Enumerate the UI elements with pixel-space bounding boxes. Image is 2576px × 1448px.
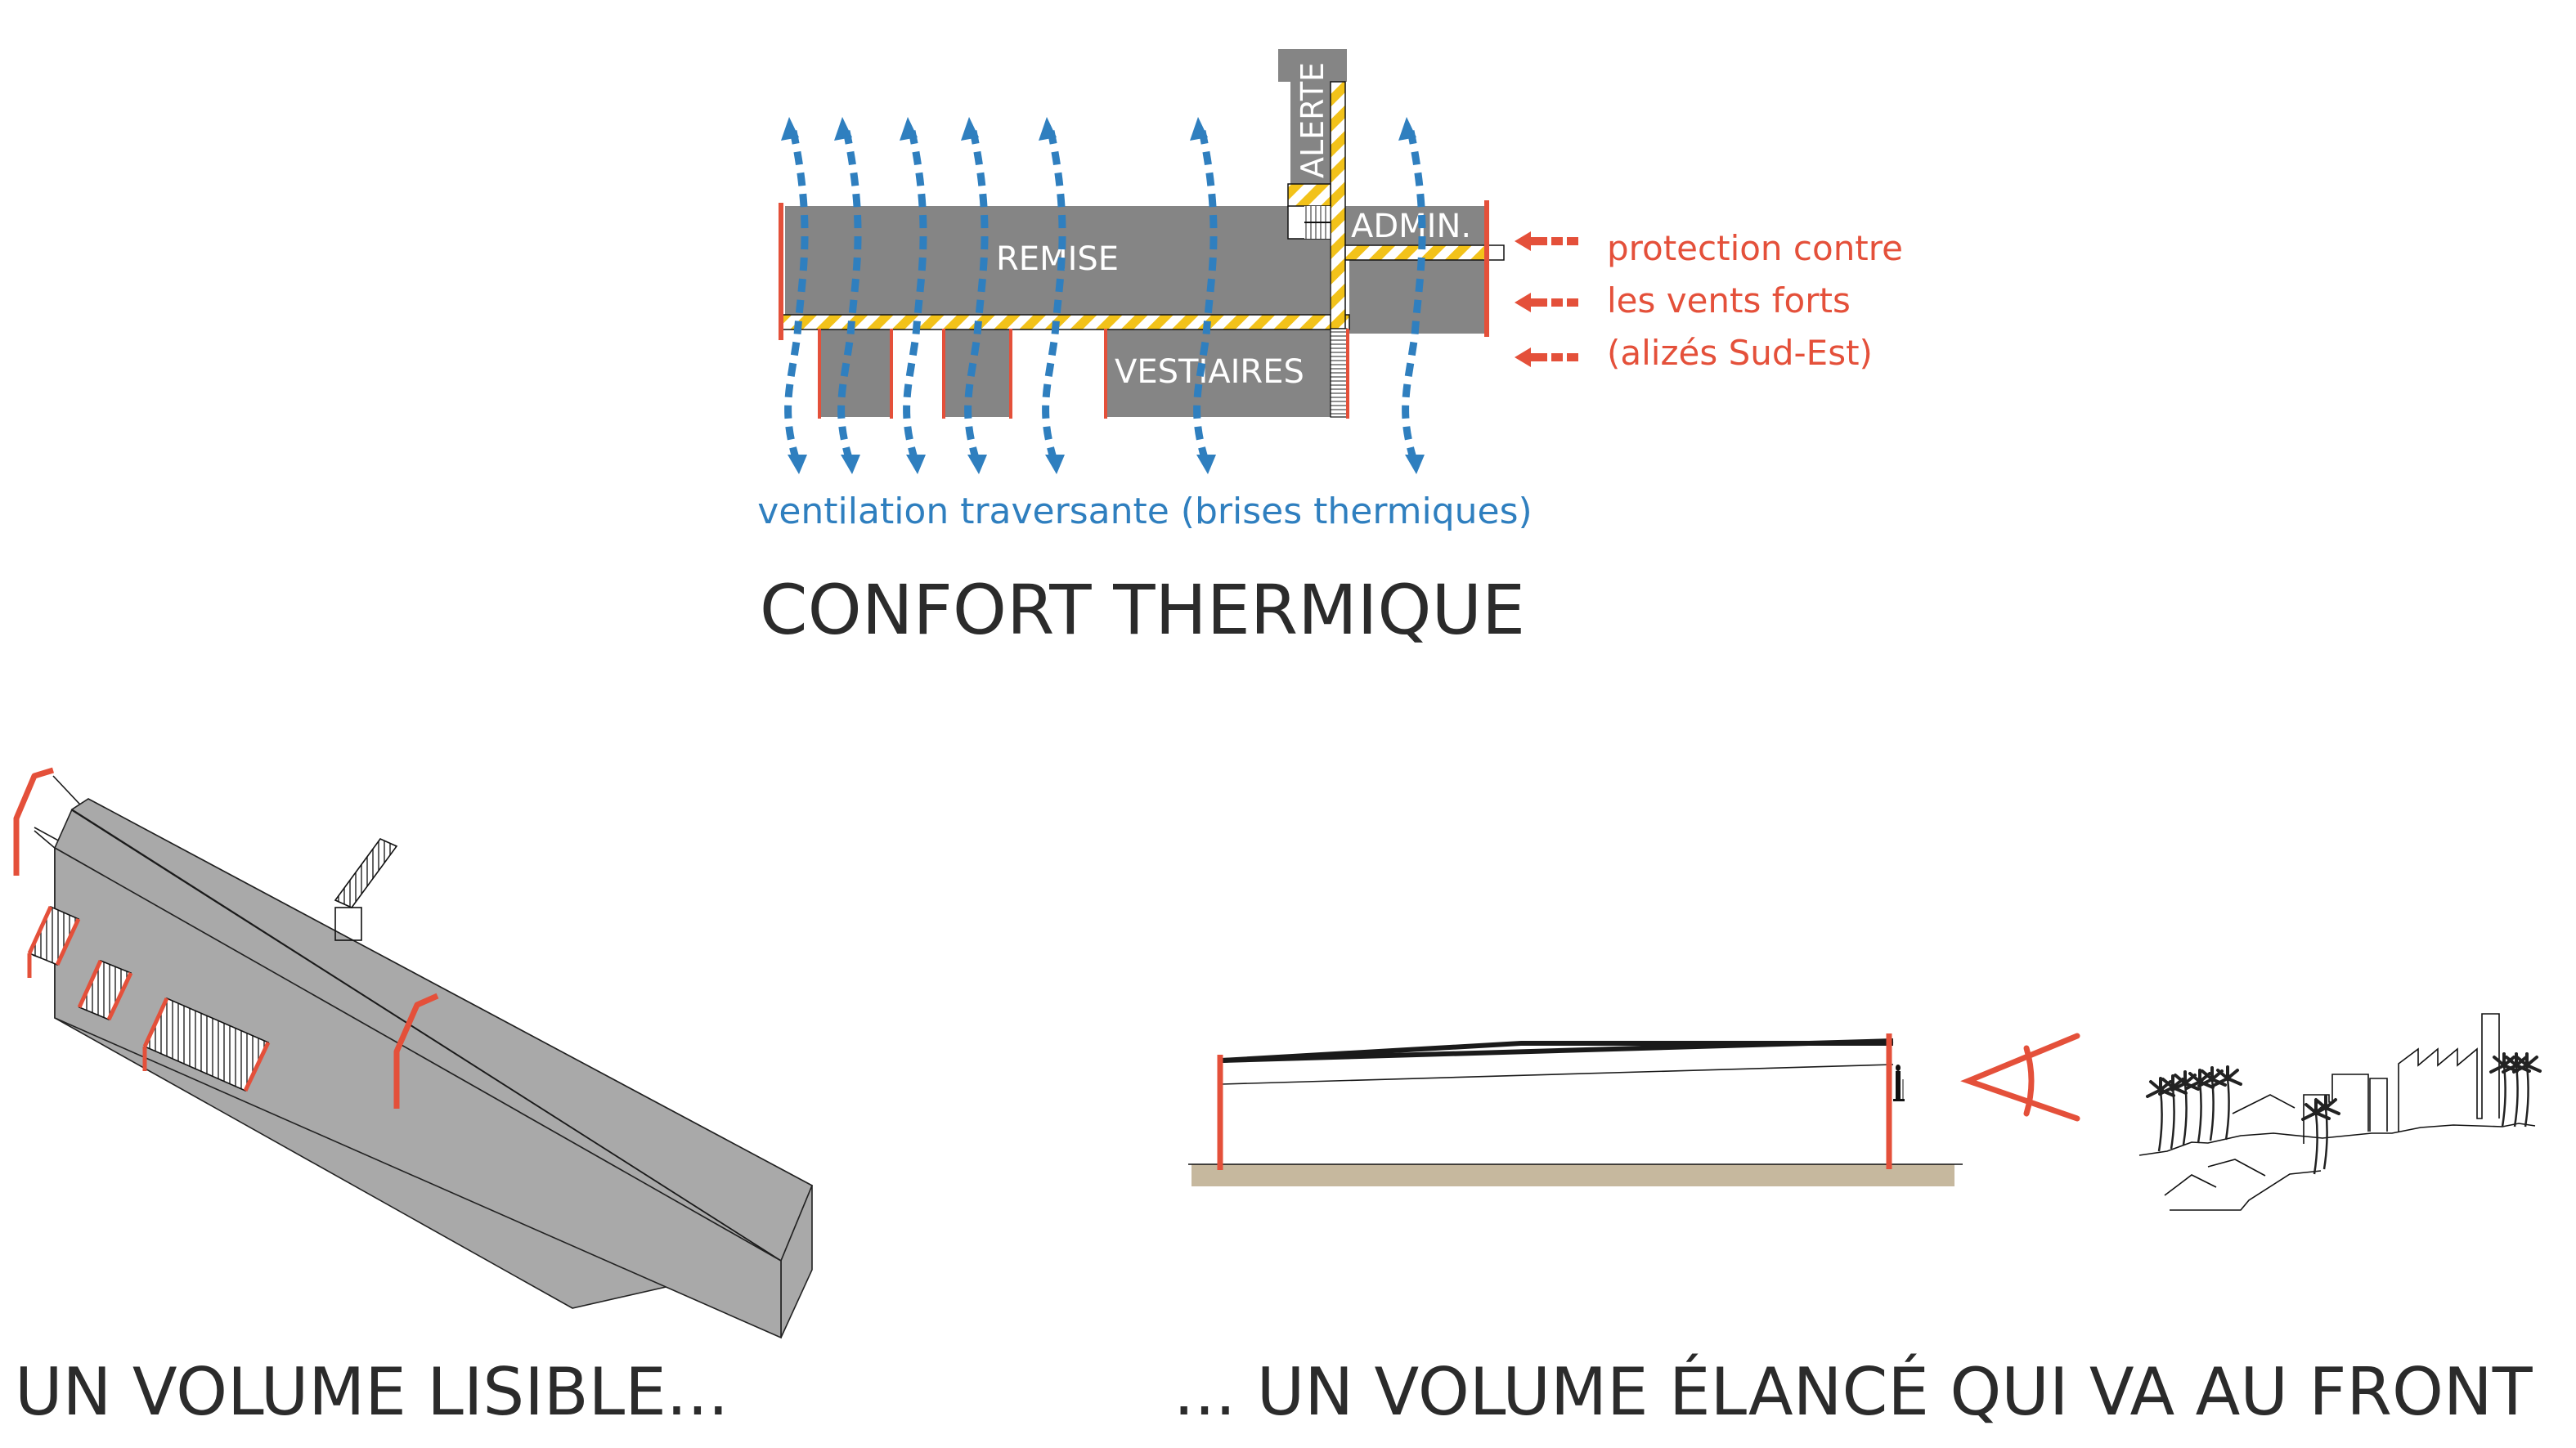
admin-roof	[334, 838, 398, 908]
room-alerte-body	[1290, 49, 1333, 184]
arrowhead-down	[788, 455, 807, 474]
palm-trees	[2146, 1052, 2542, 1175]
ventilation-note: ventilation traversante (brises thermiqu…	[757, 491, 1532, 532]
wind-note-line-2: les vents forts	[1607, 280, 1851, 321]
airflow-arrow	[1042, 130, 1066, 460]
palm-tree-icon	[2146, 1077, 2175, 1152]
person-icon	[1893, 1065, 1905, 1101]
room-label-admin: ADMIN.	[1351, 208, 1471, 245]
module-red-edges	[27, 905, 271, 1092]
room-admin	[1345, 206, 1484, 245]
section-title: ... UN VOLUME ÉLANCÉ QUI VA AU FRONT	[1174, 1353, 2533, 1430]
room-remise	[785, 206, 1330, 316]
admin-volume	[334, 907, 362, 941]
axonometric-view	[13, 767, 814, 1339]
room-module-2	[944, 329, 1011, 417]
arrowhead-down	[841, 455, 860, 474]
wind-walls	[779, 200, 1489, 419]
airflow-arrow	[784, 130, 809, 460]
thermal-comfort-plan: REMISE VESTIAIRES ADMIN. ALERTE protecti…	[757, 49, 1903, 650]
arrowhead-down	[1405, 455, 1425, 474]
arrowhead-up	[1398, 117, 1416, 141]
wind-note-line-3: (alizés Sud-Est)	[1607, 333, 1873, 373]
plan-title: CONFORT THERMIQUE	[760, 570, 1525, 650]
airflow-arrow	[837, 130, 862, 460]
axonometric-title: UN VOLUME LISIBLE...	[15, 1354, 729, 1430]
palm-tree-icon	[2158, 1074, 2188, 1150]
corridor-alerte	[1287, 183, 1331, 208]
arrowhead-up	[834, 117, 852, 141]
corridor-horizontal	[782, 314, 1350, 330]
ceiling-line	[1221, 1064, 1894, 1085]
room-label-alerte: ALERTE	[1295, 62, 1331, 178]
arrowhead-down	[906, 455, 926, 474]
corridor-admin	[1344, 244, 1487, 261]
palm-tree-icon	[2512, 1052, 2542, 1127]
arrowhead-up	[1039, 117, 1057, 141]
room-label-vestiaires: VESTIAIRES	[1115, 353, 1304, 391]
airflow-arrow	[1193, 130, 1218, 460]
room-label-remise: REMISE	[996, 240, 1119, 278]
wind-arrow	[1515, 347, 1578, 367]
wind-arrow	[1515, 231, 1578, 251]
ground	[1192, 1164, 1954, 1186]
eye-icon	[1960, 1033, 2080, 1122]
palm-tree-icon	[2185, 1069, 2215, 1144]
arrowhead-up	[961, 117, 979, 141]
arrowhead-down	[1196, 455, 1216, 474]
corridor-vertical	[1330, 81, 1346, 329]
arrowhead-down	[1045, 455, 1065, 474]
arrowhead-up	[781, 117, 799, 141]
wind-note-line-1: protection contre	[1607, 228, 1903, 268]
gable-left	[13, 767, 55, 876]
gable-right	[393, 993, 439, 1109]
arrowhead-up	[1190, 117, 1208, 141]
ridge-line	[71, 809, 782, 1262]
room-vestiaires	[1106, 329, 1331, 417]
airflow-arrow	[1402, 130, 1426, 460]
airflow-arrow	[903, 130, 927, 460]
airflow-arrows	[781, 117, 1426, 474]
palm-tree-icon	[2311, 1095, 2340, 1170]
room-module-1	[819, 329, 891, 417]
palm-tree-icon	[2213, 1065, 2242, 1141]
airflow-arrow	[964, 130, 989, 460]
wind-arrow	[1515, 293, 1578, 312]
arrowhead-down	[967, 455, 987, 474]
stairs-lower	[1330, 328, 1348, 418]
arrowhead-up	[900, 117, 918, 141]
section-view	[1188, 1013, 2542, 1211]
main-volume-side	[54, 846, 782, 1339]
wind-arrows	[1515, 231, 1578, 367]
roof-slab-top	[1221, 1038, 1894, 1063]
palm-tree-icon	[2301, 1100, 2331, 1175]
